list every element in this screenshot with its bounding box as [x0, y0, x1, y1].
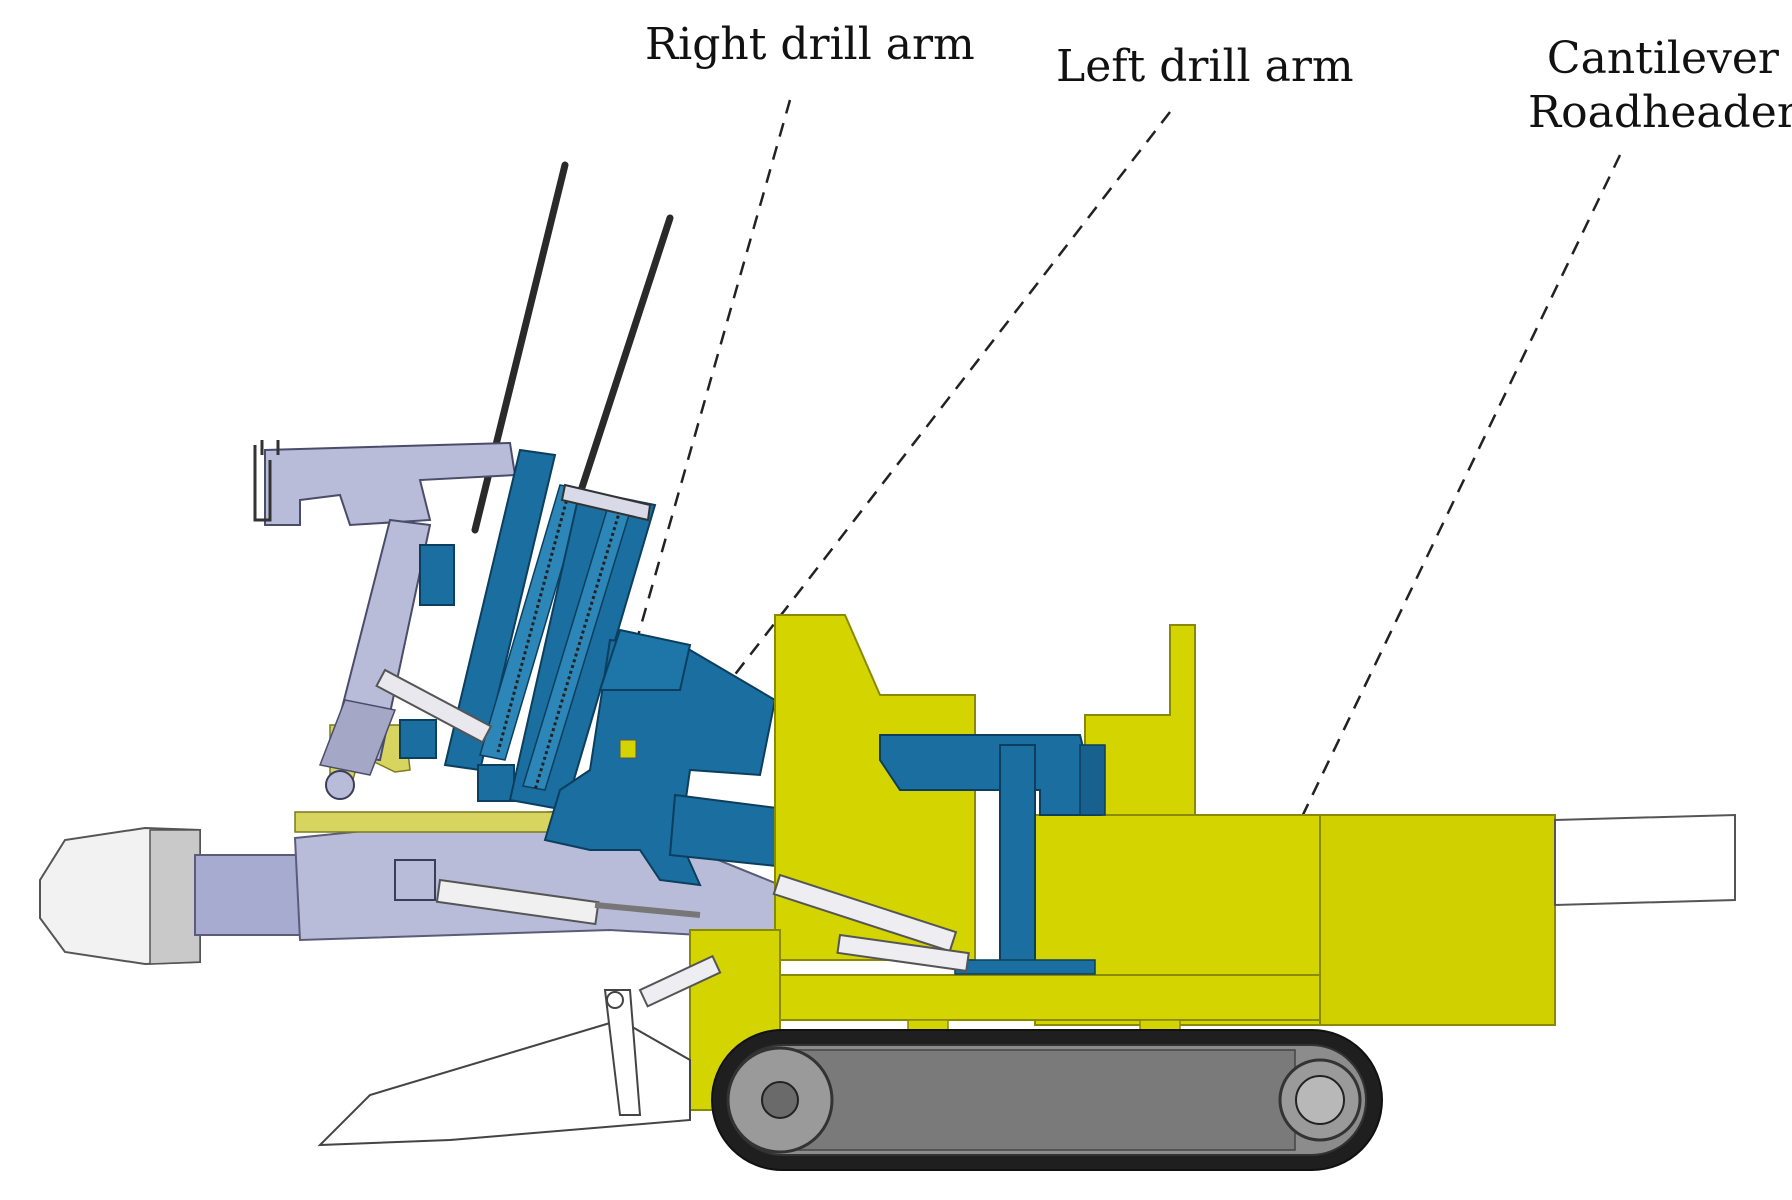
track-frame — [794, 1049, 1296, 1151]
cutter-head — [39, 826, 301, 966]
operator-unit — [879, 734, 1106, 975]
lower-cylinders — [638, 873, 970, 1008]
cutter-shaft — [194, 854, 301, 936]
label-right-drill-arm: Right drill arm — [645, 19, 975, 70]
boom-cylinder-rod — [594, 902, 701, 918]
left-tower-pin — [325, 770, 355, 800]
rear-conveyor — [1554, 813, 1736, 907]
drive-sprocket-hub — [761, 1081, 799, 1119]
operator-side-panel — [1079, 744, 1106, 816]
label-cantilever-roadheader: Cantilever Roadheader — [1528, 32, 1792, 140]
label-cantilever-line2: Roadheader — [1528, 87, 1792, 138]
left-drill-arm-joint — [543, 638, 777, 887]
cantilever-roadheader — [689, 614, 1736, 1111]
left-drill-arm-yellow-pin — [619, 739, 637, 759]
boom-bracket — [394, 859, 436, 901]
shovel-plate — [317, 1018, 691, 1147]
left-drill-arm-top-plate — [560, 483, 652, 522]
lower-cylinder-1 — [772, 873, 958, 953]
shovel-loader — [317, 989, 691, 1147]
boom-cylinder — [435, 878, 701, 926]
left-drill-arm-chain — [533, 509, 622, 791]
label-left-drill-arm: Left drill arm — [1056, 41, 1354, 92]
operator-base — [954, 959, 1096, 975]
right-drill-arm-block-3 — [477, 764, 515, 802]
right-drill-arm — [375, 448, 586, 802]
right-drill-arm-block-1 — [419, 544, 455, 606]
shovel-arm — [603, 989, 642, 1116]
deck-plate — [704, 974, 1321, 1021]
right-drill-arm-cylinder — [375, 668, 493, 744]
drill-frame-top — [253, 440, 517, 776]
lower-cylinder-2 — [836, 933, 970, 973]
slanted-lavender-post — [328, 518, 432, 762]
right-drill-arm-chain — [496, 494, 570, 753]
label-cantilever-line1: Cantilever — [1546, 33, 1779, 84]
leader-left-drill-arm — [664, 111, 1171, 766]
shovel-cylinder — [638, 954, 722, 1008]
cutter-head-shadow — [149, 829, 201, 965]
rear-body — [1319, 814, 1556, 1026]
idler-wheel-hub — [1295, 1075, 1345, 1125]
slanted-lavender-post-2 — [318, 699, 397, 776]
boom-cylinder-barrel — [435, 878, 600, 926]
operator-post — [999, 744, 1036, 971]
left-drill-arm-bracket — [598, 628, 692, 691]
crawler-track — [711, 1029, 1383, 1171]
right-drill-arm-block-2 — [399, 719, 437, 759]
top-beam — [264, 441, 517, 527]
shovel-pin — [606, 991, 624, 1009]
leader-cantilever-roadheader — [1260, 154, 1622, 901]
top-beam-fork — [253, 440, 280, 522]
